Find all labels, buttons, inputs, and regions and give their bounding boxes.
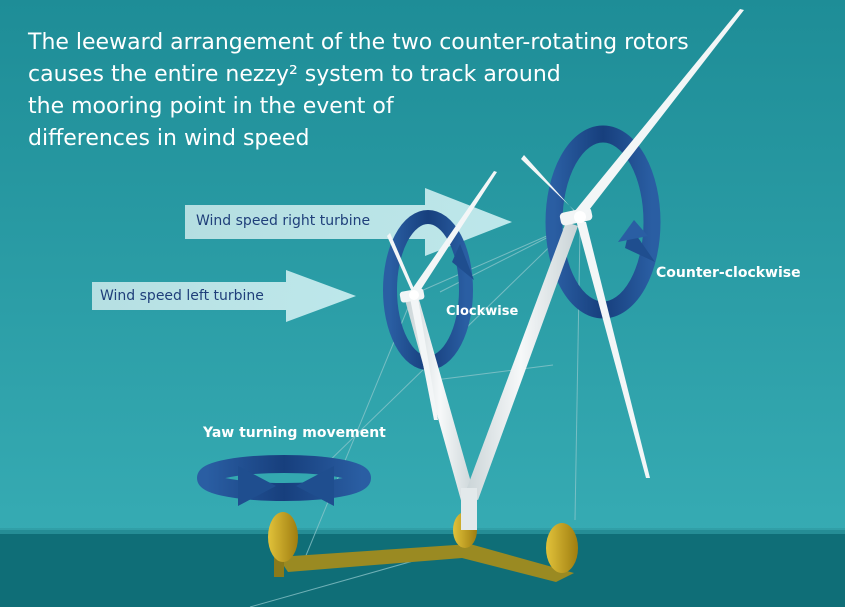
wind-left-label: Wind speed left turbine (100, 288, 264, 304)
left-turbine-blade-2 (387, 233, 418, 298)
headline-line-4: differences in wind speed (28, 126, 310, 151)
floating-platform (268, 512, 578, 582)
yaw-rotation-arrow (197, 455, 371, 506)
float-left (268, 512, 298, 562)
headline-line-2: causes the entire nezzy² system to track… (28, 62, 561, 87)
yaw-label: Yaw turning movement (203, 425, 386, 441)
headline-line-3: the mooring point in the event of (28, 94, 394, 119)
sea-highlight (0, 528, 845, 534)
left-turbine-blade-1 (410, 171, 497, 294)
right-turbine (521, 9, 744, 478)
counter-clockwise-label: Counter-clockwise (656, 265, 801, 281)
right-turbine-blade-1 (574, 9, 744, 214)
right-turbine-blade-3 (576, 220, 650, 478)
float-right (546, 523, 578, 573)
tower-base (461, 488, 477, 530)
headline-line-1: The leeward arrangement of the two count… (28, 30, 689, 55)
wind-arrow-right-turbine (185, 188, 512, 256)
sky-background (0, 0, 845, 535)
sea-surface (0, 530, 845, 607)
clockwise-label: Clockwise (446, 304, 519, 319)
left-turbine-hub (409, 290, 419, 300)
tower-right (464, 222, 578, 500)
right-turbine-blade-2 (521, 155, 584, 222)
right-turbine-hub (574, 211, 586, 223)
left-turbine-blade-3 (410, 298, 438, 420)
wind-arrow-left-turbine (92, 270, 356, 322)
wind-right-label: Wind speed right turbine (196, 213, 371, 229)
left-turbine (387, 171, 497, 420)
headline: The leeward arrangement of the two count… (28, 27, 689, 155)
